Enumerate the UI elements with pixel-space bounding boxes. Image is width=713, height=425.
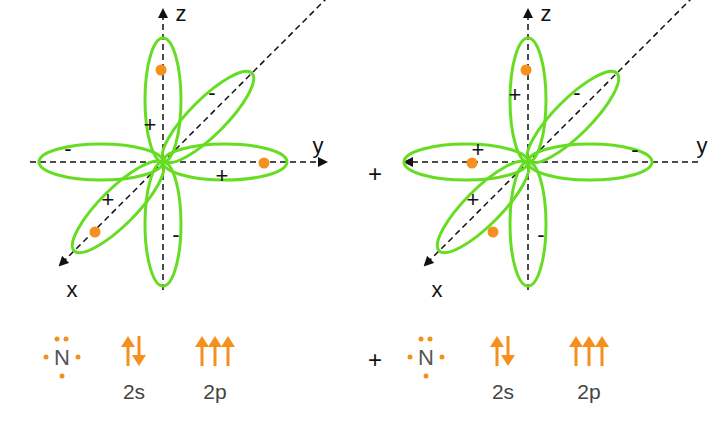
axis-label: y [697,135,708,157]
orbital-label: 2s [492,381,514,402]
element-symbol: N [418,347,434,369]
axis-label: y [313,135,324,157]
phase-sign: - [172,224,179,246]
element-symbol: N [54,347,70,369]
orbital-label: 2p [203,381,226,402]
plus-sign: + [368,162,382,186]
phase-sign: + [144,114,157,136]
phase-sign: + [102,189,115,211]
orbital-label: 2s [123,381,145,402]
axis-label: x [67,279,78,301]
electron-arrows [121,336,609,366]
orbital-label: 2p [577,381,600,402]
phase-sign: + [509,84,522,106]
axis-label: z [541,3,552,25]
plus-sign: + [368,348,382,372]
p-orbitals-left [30,0,328,290]
phase-sign: - [537,224,544,246]
axis-label: z [176,3,187,25]
phase-sign: - [64,138,71,160]
phase-sign: + [216,165,229,187]
phase-sign: - [573,82,580,104]
lewis-dots [44,337,445,379]
phase-sign: - [208,82,215,104]
p-orbitals-right [404,0,698,290]
phase-sign: + [467,189,480,211]
phase-sign: + [472,139,485,161]
axis-label: x [432,279,443,301]
phase-sign: - [631,139,638,161]
